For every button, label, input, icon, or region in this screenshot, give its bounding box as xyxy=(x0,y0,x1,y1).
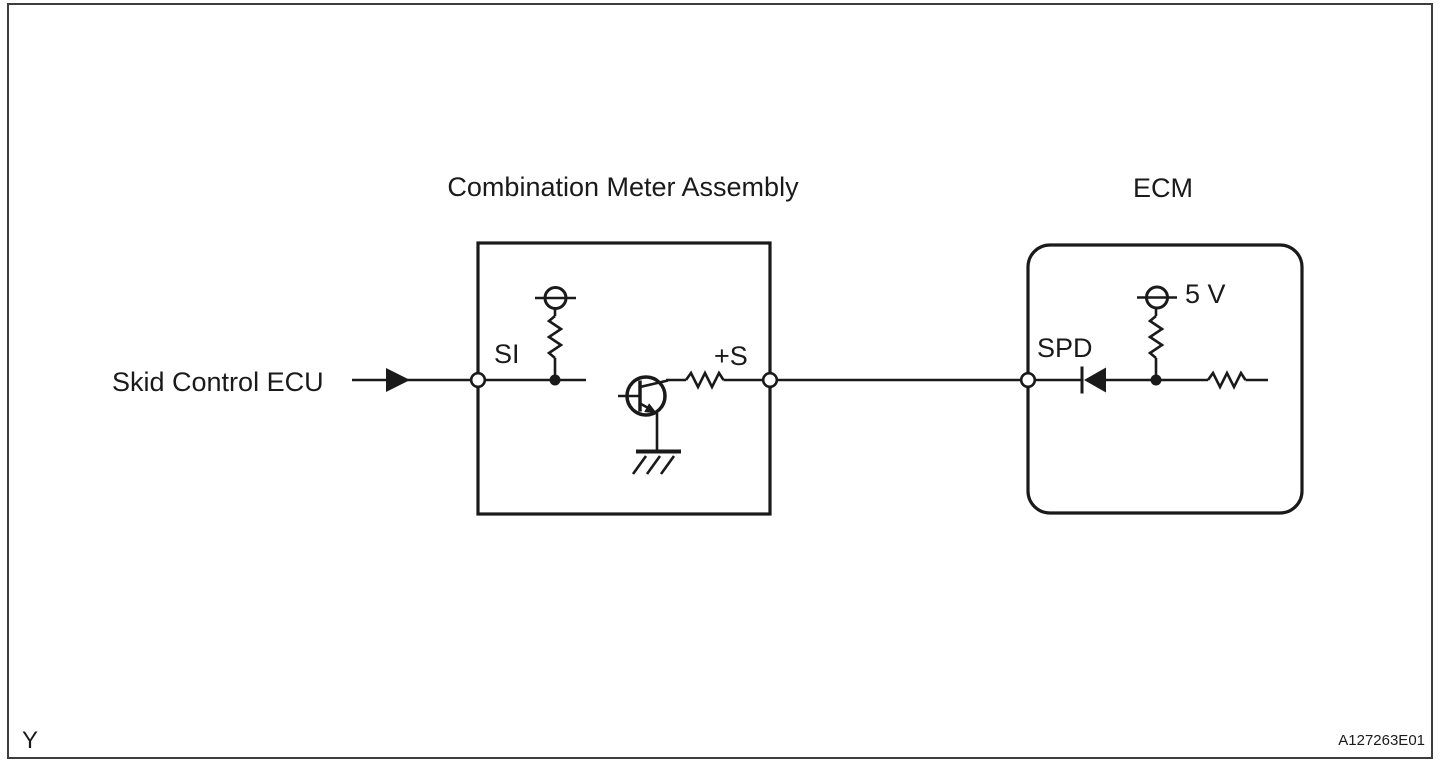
transistor-circle-icon xyxy=(625,375,667,417)
input-signal-wire xyxy=(352,368,472,392)
plus-s-branch xyxy=(666,370,763,390)
ground-slash xyxy=(631,455,648,475)
ecm-pullup-resistor-icon xyxy=(1147,315,1165,359)
ground-slash xyxy=(645,455,662,475)
spd-diode-icon xyxy=(1084,367,1106,393)
combination-meter-title: Combination Meter Assembly xyxy=(447,172,799,202)
page-marker: Y xyxy=(22,727,38,754)
figure-border xyxy=(7,3,1433,759)
si-pullup-resistor-icon xyxy=(546,315,564,359)
npn-transistor xyxy=(618,375,669,451)
si-branch xyxy=(485,286,586,386)
spd-terminal-label: SPD xyxy=(1037,333,1093,363)
collector-series-resistor-icon xyxy=(684,370,725,390)
spd-branch xyxy=(1035,285,1268,394)
ecm-junction-dot xyxy=(1150,374,1162,386)
combination-meter-box xyxy=(476,241,772,516)
si-terminal-label: SI xyxy=(494,339,520,369)
spd-terminal-icon xyxy=(1019,371,1037,389)
ground-slash xyxy=(659,455,676,475)
transistor-emitter-arrow-icon xyxy=(644,403,657,414)
ecm-series-resistor-icon xyxy=(1206,370,1247,390)
plus-s-terminal-label: +S xyxy=(714,341,748,371)
skid-control-ecu-label: Skid Control ECU xyxy=(112,367,324,397)
si-junction-dot xyxy=(549,374,561,386)
signal-direction-arrow-icon xyxy=(386,368,410,392)
transistor-collector-lead xyxy=(639,379,669,389)
si-terminal-icon xyxy=(469,371,487,389)
ground-symbol-icon xyxy=(631,449,681,475)
plus-s-terminal-icon xyxy=(761,371,779,389)
ecm-title: ECM xyxy=(1133,173,1193,203)
voltage-label: 5 V xyxy=(1185,279,1226,309)
figure-code: A127263E01 xyxy=(1338,732,1425,749)
